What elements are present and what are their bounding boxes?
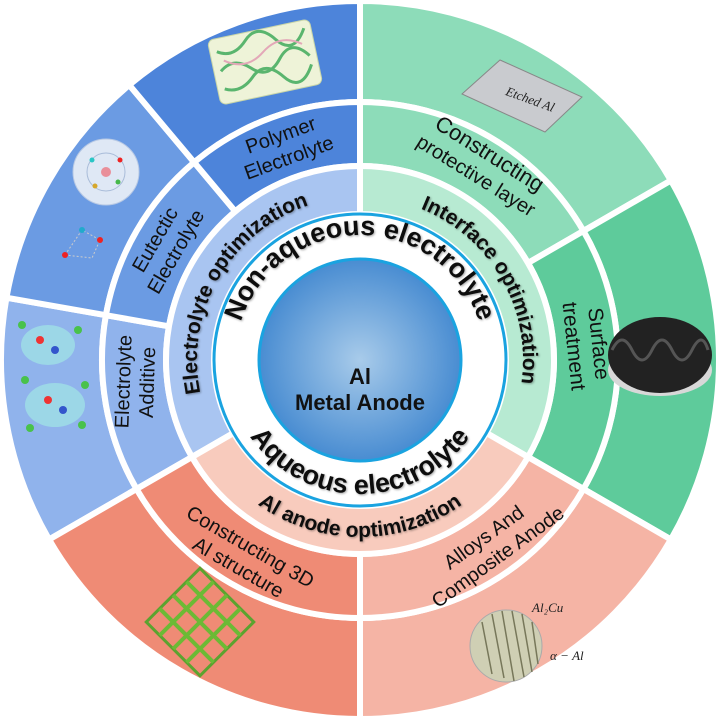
center-title-line2: Metal Anode — [295, 390, 425, 415]
center-title-line1: Al — [349, 364, 371, 389]
solvation-structure-image — [62, 138, 140, 259]
3d-al-lattice-image — [144, 566, 256, 678]
center-ball — [257, 257, 463, 463]
polymer-gel-image — [207, 19, 323, 105]
al2cu-label: Al₂Cu — [531, 600, 564, 615]
alloy-microstructure-image: Al₂Cu α − Al — [469, 600, 584, 683]
strategy-electrolyte-additive: Electrolyte Additive — [111, 335, 160, 429]
additive-molecule-image — [18, 321, 89, 432]
alpha-al-label: α − Al — [550, 648, 584, 663]
strategy-label-line2: Additive — [136, 346, 160, 418]
strategy-label-line1: Electrolyte — [111, 335, 136, 429]
etched-al-image: Etched Al — [461, 59, 583, 133]
surface-treated-disc-image — [608, 317, 712, 396]
